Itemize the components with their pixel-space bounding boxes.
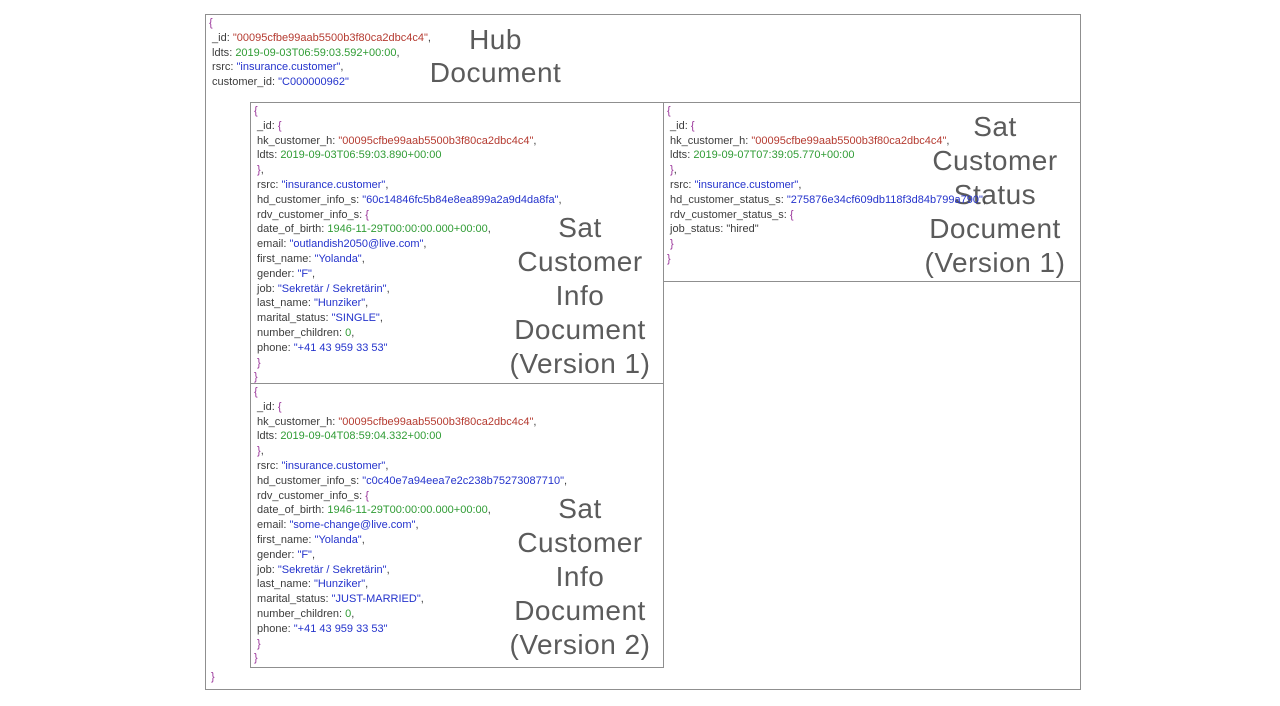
json-line: job: "Sekretär / Sekretärin", xyxy=(254,563,390,576)
json-line: }, xyxy=(254,445,264,458)
json-line: date_of_birth: 1946-11-29T00:00:00.000+0… xyxy=(254,223,491,236)
json-line: rsrc: "insurance.customer", xyxy=(209,61,344,74)
json-line: gender: "F", xyxy=(254,548,316,561)
json-line: phone: "+41 43 959 33 53" xyxy=(254,341,388,354)
title-line: Info xyxy=(555,561,605,592)
sat-customer-info-v2-json: { _id: { hk_customer_h: "00095cfbe99aab5… xyxy=(254,385,567,666)
sat-customer-status-v1-box: { _id: { hk_customer_h: "00095cfbe99aab5… xyxy=(663,102,1081,282)
title-line: Sat xyxy=(558,493,602,524)
json-line: _id: { xyxy=(254,119,282,132)
json-line: ldts: 2019-09-03T06:59:03.890+00:00 xyxy=(254,149,442,162)
hub-document-json: { _id: "00095cfbe99aab5500b3f80ca2dbc4c4… xyxy=(209,16,431,90)
sat-customer-info-v1-title: Sat Customer Info Document (Version 1) xyxy=(497,211,663,381)
title-line: Sat xyxy=(558,212,602,243)
json-line: email: "outlandish2050@live.com", xyxy=(254,238,427,251)
json-line: _id: { xyxy=(667,119,695,132)
title-line: Info xyxy=(555,280,605,311)
hub-title-line: Document xyxy=(429,57,562,88)
json-line: phone: "+41 43 959 33 53" xyxy=(254,622,388,635)
json-line: hd_customer_info_s: "60c14846fc5b84e8ea8… xyxy=(254,193,562,206)
json-line: { xyxy=(254,386,258,398)
json-line: ldts: 2019-09-07T07:39:05.770+00:00 xyxy=(667,149,855,162)
json-line: hk_customer_h: "00095cfbe99aab5500b3f80c… xyxy=(254,134,537,147)
title-line: (Version 1) xyxy=(924,247,1066,278)
hub-document-closing-brace: } xyxy=(211,671,215,684)
sat-customer-status-v1-json: { _id: { hk_customer_h: "00095cfbe99aab5… xyxy=(667,104,986,267)
title-line: (Version 1) xyxy=(509,348,651,379)
sat-customer-status-v1-title: Sat Customer Status Document (Version 1) xyxy=(910,110,1080,280)
json-line: rdv_customer_info_s: { xyxy=(254,208,369,221)
json-line: number_children: 0, xyxy=(254,607,355,620)
json-line: hk_customer_h: "00095cfbe99aab5500b3f80c… xyxy=(254,415,537,428)
json-line: hk_customer_h: "00095cfbe99aab5500b3f80c… xyxy=(667,134,950,147)
json-line: } xyxy=(254,356,261,369)
sat-customer-info-v1-json: { _id: { hk_customer_h: "00095cfbe99aab5… xyxy=(254,104,562,385)
hub-document-title: Hub Document xyxy=(206,23,785,89)
json-line: } xyxy=(667,252,671,265)
json-line: rsrc: "insurance.customer", xyxy=(254,459,389,472)
json-line: } xyxy=(254,637,261,650)
title-line: Customer xyxy=(517,527,643,558)
title-line: Document xyxy=(929,213,1061,244)
json-line: rdv_customer_status_s: { xyxy=(667,208,794,221)
json-line: { xyxy=(209,17,213,29)
title-line: Document xyxy=(514,314,646,345)
json-line: rsrc: "insurance.customer", xyxy=(254,178,389,191)
json-line: job_status: "hired" xyxy=(667,223,759,236)
json-line: { xyxy=(667,105,671,117)
json-line: last_name: "Hunziker", xyxy=(254,578,369,591)
json-line: { xyxy=(254,105,258,117)
json-line: marital_status: "SINGLE", xyxy=(254,312,383,325)
json-line: } xyxy=(254,652,258,665)
title-line: Status xyxy=(953,179,1037,210)
json-line: } xyxy=(667,238,674,251)
json-line: customer_id: "C000000962" xyxy=(209,76,349,89)
title-line: Document xyxy=(514,595,646,626)
json-line: hd_customer_status_s: "275876e34cf609db1… xyxy=(667,193,986,206)
title-line: Customer xyxy=(517,246,643,277)
json-line: gender: "F", xyxy=(254,267,316,280)
sat-customer-info-v2-title: Sat Customer Info Document (Version 2) xyxy=(497,492,663,662)
json-line: first_name: "Yolanda", xyxy=(254,533,365,546)
title-line: Customer xyxy=(932,145,1058,176)
sat-customer-info-v2-box: { _id: { hk_customer_h: "00095cfbe99aab5… xyxy=(250,383,664,668)
json-line: ldts: 2019-09-03T06:59:03.592+00:00, xyxy=(209,46,400,59)
json-line: hd_customer_info_s: "c0c40e7a94eea7e2c23… xyxy=(254,474,568,487)
json-line: job: "Sekretär / Sekretärin", xyxy=(254,282,390,295)
title-line: (Version 2) xyxy=(509,629,651,660)
json-line: number_children: 0, xyxy=(254,326,355,339)
json-line: date_of_birth: 1946-11-29T00:00:00.000+0… xyxy=(254,504,491,517)
json-line: }, xyxy=(667,164,677,177)
json-line: _id: { xyxy=(254,400,282,413)
hub-title-line: Hub xyxy=(469,24,522,55)
json-line: rsrc: "insurance.customer", xyxy=(667,178,802,191)
json-line: rdv_customer_info_s: { xyxy=(254,489,369,502)
json-line: email: "some-change@live.com", xyxy=(254,519,419,532)
title-line: Sat xyxy=(973,111,1017,142)
hub-document-box: { _id: "00095cfbe99aab5500b3f80ca2dbc4c4… xyxy=(205,14,1081,690)
json-line: marital_status: "JUST-MARRIED", xyxy=(254,593,424,606)
json-line: ldts: 2019-09-04T08:59:04.332+00:00 xyxy=(254,430,442,443)
sat-customer-info-v1-box: { _id: { hk_customer_h: "00095cfbe99aab5… xyxy=(250,102,664,384)
json-line: _id: "00095cfbe99aab5500b3f80ca2dbc4c4", xyxy=(209,31,431,44)
json-line: } xyxy=(254,371,258,384)
json-line: last_name: "Hunziker", xyxy=(254,297,369,310)
json-line: first_name: "Yolanda", xyxy=(254,252,365,265)
json-line: }, xyxy=(254,164,264,177)
